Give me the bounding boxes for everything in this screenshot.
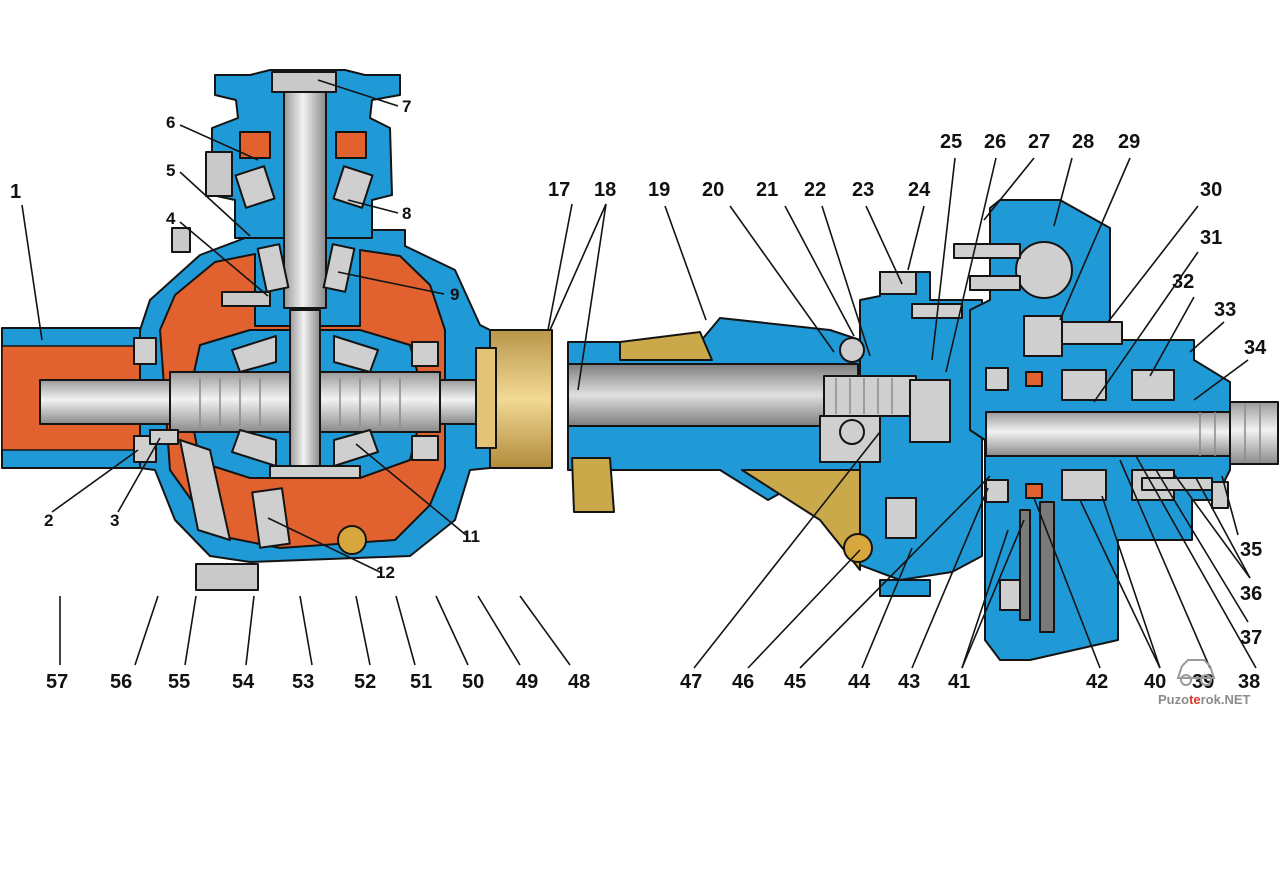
callout-34: 34 [1244,337,1267,359]
output-shaft [985,411,1277,457]
leader-lines [21,79,1257,669]
rear-drive-assembly [567,199,1279,661]
callout-7: 7 [402,97,412,116]
watermark-suffix: rok.NET [1200,692,1251,707]
callout-32: 32 [1172,271,1195,293]
callout-22: 22 [804,179,827,201]
callout-52: 52 [354,671,377,693]
callout-19: 19 [648,179,671,201]
callout-9: 9 [450,285,460,304]
callout-56: 56 [110,671,133,693]
callout-44: 44 [848,671,871,693]
callout-24: 24 [908,179,931,201]
callout-1: 1 [10,181,22,203]
callout-31: 31 [1200,227,1223,249]
watermark-prefix: Puzo [1158,692,1190,707]
callout-48: 48 [568,671,591,693]
callout-33: 33 [1214,299,1237,321]
callout-5: 5 [166,161,176,180]
callout-47: 47 [680,671,703,693]
callout-46: 46 [732,671,755,693]
callout-49: 49 [516,671,539,693]
callout-6: 6 [166,113,176,132]
callout-54: 54 [232,671,255,693]
callout-21: 21 [756,179,779,201]
callout-43: 43 [898,671,921,693]
callout-40: 40 [1144,671,1167,693]
callout-18: 18 [594,179,617,201]
callout-53: 53 [292,671,315,693]
callout-30: 30 [1200,179,1223,201]
callout-57: 57 [46,671,69,693]
front-axle-final-drive [1,69,553,591]
speedometer-gear [1015,241,1073,299]
callout-2: 2 [44,511,54,530]
callout-27: 27 [1028,131,1051,153]
callout-42: 42 [1086,671,1109,693]
site-watermark: Puzoterok.NET [1158,692,1250,707]
callout-8: 8 [402,204,412,223]
car-logo-icon [1176,659,1216,686]
callout-45: 45 [784,671,807,693]
callout-35: 35 [1240,539,1263,561]
callout-37: 37 [1240,627,1263,649]
callout-29: 29 [1118,131,1141,153]
callout-38: 38 [1238,671,1261,693]
watermark-accent: te [1189,692,1201,707]
callout-50: 50 [462,671,485,693]
callout-41: 41 [948,671,971,693]
callout-25: 25 [940,131,963,153]
callout-36: 36 [1240,583,1263,605]
callout-26: 26 [984,131,1007,153]
callout-51: 51 [410,671,433,693]
pinion-shaft [283,77,327,309]
callout-28: 28 [1072,131,1095,153]
main-shaft [567,363,859,427]
callout-4: 4 [166,209,176,228]
output-flange [489,329,553,469]
callout-12: 12 [376,563,395,582]
callout-11: 11 [462,527,480,546]
callout-55: 55 [168,671,191,693]
callout-23: 23 [852,179,875,201]
callout-20: 20 [702,179,725,201]
callout-3: 3 [110,511,120,530]
differential-pin [289,309,321,471]
callout-17: 17 [548,179,571,201]
